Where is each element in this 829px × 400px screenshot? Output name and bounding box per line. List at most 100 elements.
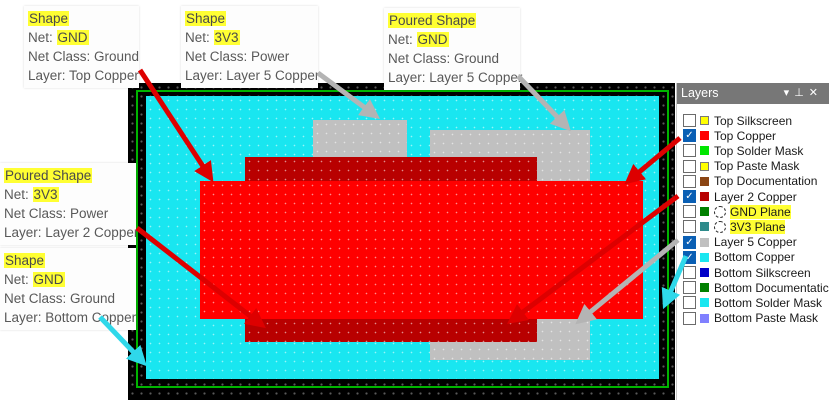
- plane-icon: [714, 220, 726, 233]
- callout-title: Shape: [28, 11, 70, 26]
- layer-label: Bottom Paste Mask: [714, 311, 819, 326]
- arrow-layer5-row: [575, 238, 680, 325]
- layer-row-bottom-silkscreen[interactable]: Bottom Silkscreen: [683, 265, 811, 280]
- layer-visibility-checkbox[interactable]: [683, 114, 696, 127]
- layer-label: Top Solder Mask: [714, 143, 804, 158]
- net-class: Net Class: Ground: [4, 291, 116, 306]
- top-copper-shape[interactable]: [200, 181, 643, 319]
- layer-name: Layer: Top Copper: [28, 68, 139, 83]
- layer-label: Bottom Solder Mask: [714, 295, 823, 310]
- layer-row-top-paste-mask[interactable]: Top Paste Mask: [683, 159, 799, 174]
- layer-color-swatch[interactable]: [700, 298, 709, 308]
- layer-row-layer-2-copper[interactable]: ✓ Layer 2 Copper: [683, 189, 797, 204]
- layer-label: Top Silkscreen: [714, 113, 793, 128]
- layer-row-bottom-paste-mask[interactable]: Bottom Paste Mask: [683, 311, 818, 326]
- callout-title: Poured Shape: [4, 168, 93, 183]
- callout-title: Poured Shape: [388, 13, 477, 28]
- layer-label: Layer 2 Copper: [714, 189, 797, 204]
- arrow-to-layer5-poured: [516, 74, 571, 132]
- layer-row-top-solder-mask[interactable]: Top Solder Mask: [683, 143, 803, 158]
- net-value: 3V3: [213, 30, 240, 45]
- callout-top-copper-shape: Shape Net: GND Net Class: Ground Layer: …: [24, 6, 139, 88]
- layer-color-swatch[interactable]: [700, 161, 709, 171]
- layer-name: Layer: Layer 2 Copper: [4, 225, 139, 240]
- arrow-to-top-copper: [137, 68, 214, 183]
- layers-panel-title: Layers: [681, 86, 719, 100]
- layer-color-swatch[interactable]: [700, 268, 709, 277]
- layer-visibility-checkbox[interactable]: ✓: [683, 235, 696, 249]
- layer-name: Layer: Layer 5 Copper: [185, 68, 320, 83]
- layer-label: Top Documentation: [714, 174, 818, 189]
- net-value: GND: [32, 272, 65, 287]
- layer-visibility-checkbox[interactable]: ✓: [683, 129, 696, 143]
- arrow-bottom-copper-row: [661, 255, 689, 310]
- callout-bottom-copper-shape: Shape Net: GND Net Class: Ground Layer: …: [0, 248, 136, 330]
- callout-layer5-poured-shape: Poured Shape Net: GND Net Class: Ground …: [384, 8, 522, 90]
- layer-label: Bottom Copper: [714, 250, 795, 265]
- layer-color-swatch[interactable]: [700, 222, 709, 232]
- pin-icon[interactable]: ⊥: [794, 87, 809, 99]
- layer-label: Bottom Documentatic: [714, 280, 829, 295]
- callout-title: Shape: [185, 11, 227, 26]
- layer-row-gnd-plane[interactable]: GND Plane: [683, 204, 791, 219]
- layer-color-swatch[interactable]: [700, 176, 709, 186]
- layer-row-bottom-solder-mask[interactable]: Bottom Solder Mask: [683, 295, 822, 310]
- layer-visibility-checkbox[interactable]: [683, 174, 696, 188]
- layer-label: Layer 5 Copper: [714, 235, 797, 250]
- callout-layer2-poured-shape: Poured Shape Net: 3V3 Net Class: Power L…: [0, 163, 139, 245]
- arrow-to-bottom-copper: [98, 315, 147, 367]
- layer-visibility-checkbox[interactable]: [683, 311, 696, 325]
- dropdown-icon[interactable]: ▾: [783, 87, 795, 99]
- layer5-copper-shape[interactable]: [313, 120, 407, 162]
- layer-row-top-documentation[interactable]: Top Documentation: [683, 174, 817, 189]
- net-label: Net:: [388, 32, 417, 47]
- layer-label: 3V3 Plane: [730, 219, 786, 234]
- net-label: Net:: [185, 30, 214, 45]
- net-label: Net:: [4, 187, 33, 202]
- layer-row-top-silkscreen[interactable]: Top Silkscreen: [683, 113, 792, 128]
- layer-color-swatch[interactable]: [700, 313, 709, 323]
- layer-color-swatch[interactable]: [700, 192, 709, 201]
- plane-icon: [714, 205, 726, 218]
- net-class: Net Class: Power: [185, 49, 290, 64]
- layer-label: GND Plane: [730, 204, 791, 219]
- layer-visibility-checkbox[interactable]: [683, 281, 696, 295]
- layer-color-swatch[interactable]: [700, 146, 709, 156]
- callout-layer5-shape: Shape Net: 3V3 Net Class: Power Layer: L…: [181, 6, 320, 88]
- layer-color-swatch[interactable]: [700, 207, 709, 217]
- layer-visibility-checkbox[interactable]: [683, 159, 696, 173]
- layer-label: Bottom Silkscreen: [714, 265, 811, 280]
- net-value: 3V3: [32, 187, 59, 202]
- net-class: Net Class: Ground: [388, 51, 500, 66]
- layer-color-swatch[interactable]: [700, 131, 709, 141]
- arrow-layer2-row: [506, 193, 680, 324]
- layer-label: Top Copper: [714, 128, 777, 143]
- arrow-to-layer5-shape: [316, 70, 381, 119]
- layer-color-swatch[interactable]: [700, 252, 709, 262]
- net-value: GND: [416, 32, 449, 47]
- layer-row-bottom-documentatic[interactable]: Bottom Documentatic: [683, 280, 829, 295]
- callout-title: Shape: [4, 253, 46, 268]
- layer-visibility-checkbox[interactable]: [683, 144, 696, 158]
- layer-color-swatch[interactable]: [700, 283, 709, 293]
- layers-panel-header: Layers ▾⊥✕: [677, 83, 829, 104]
- layer-visibility-checkbox[interactable]: [683, 205, 696, 219]
- layer-color-swatch[interactable]: [700, 116, 709, 125]
- layer-row-layer-5-copper[interactable]: ✓ Layer 5 Copper: [683, 235, 797, 250]
- layer-color-swatch[interactable]: [700, 237, 709, 247]
- board-outline: [136, 90, 669, 388]
- arrow-to-layer2: [135, 226, 266, 329]
- layer-visibility-checkbox[interactable]: [683, 220, 696, 234]
- layer-visibility-checkbox[interactable]: ✓: [683, 190, 696, 203]
- layer-row-top-copper[interactable]: ✓ Top Copper: [683, 128, 776, 143]
- layer-visibility-checkbox[interactable]: [683, 296, 696, 310]
- layer-row-3v3-plane[interactable]: 3V3 Plane: [683, 219, 786, 234]
- net-class: Net Class: Power: [4, 206, 109, 221]
- arrow-top-copper-row: [624, 136, 682, 185]
- net-label: Net:: [28, 30, 57, 45]
- layer-visibility-checkbox[interactable]: [683, 266, 696, 279]
- layer-label: Top Paste Mask: [714, 159, 800, 174]
- close-icon[interactable]: ✕: [808, 87, 823, 99]
